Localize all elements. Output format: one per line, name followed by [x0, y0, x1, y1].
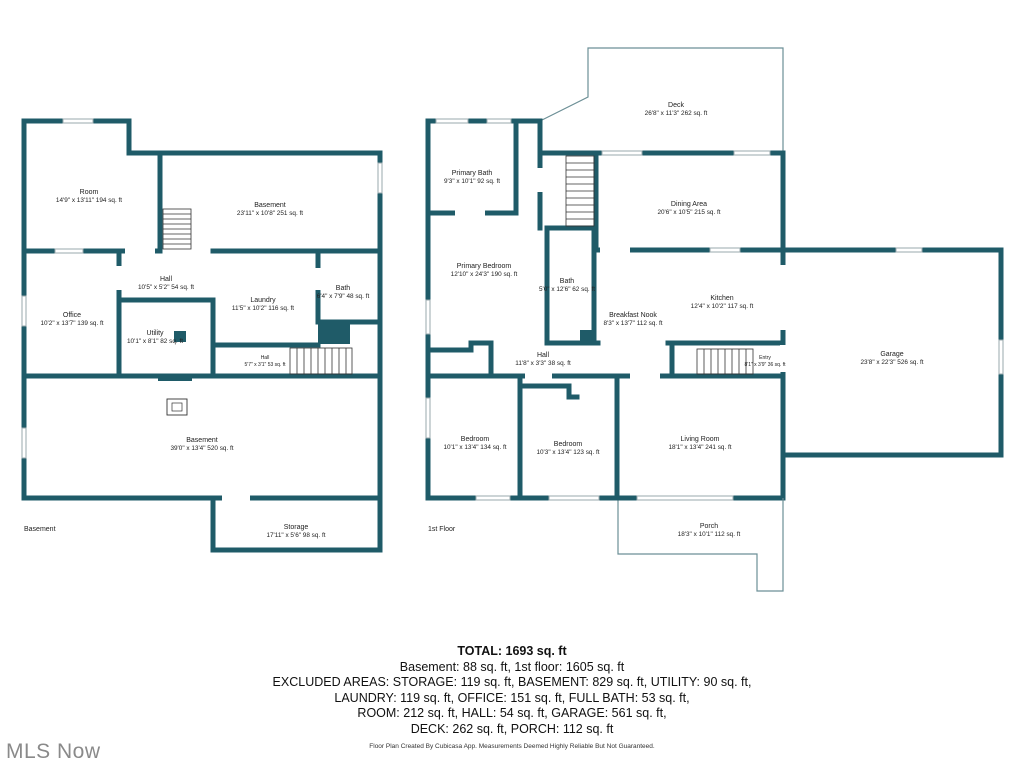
hall-dims: 10'5" x 5'2" 54 sq. ft: [138, 284, 194, 291]
office-dims: 10'2" x 13'7" 139 sq. ft: [40, 320, 103, 327]
furnace-icon: [174, 331, 186, 342]
laundry-dims: 11'5" x 10'2" 116 sq. ft: [232, 305, 294, 312]
beam-block: [158, 376, 192, 381]
basement-floor-label: Basement: [24, 526, 56, 533]
hall-dims: 11'8" x 3'3" 38 sq. ft: [515, 360, 571, 367]
water-heater-block: [318, 322, 350, 344]
fireplace-icon: [166, 398, 188, 416]
porch-dims: 18'3" x 10'1" 112 sq. ft: [678, 531, 741, 538]
porch-name: Porch: [700, 523, 718, 530]
room-dims: 14'9" x 13'11" 194 sq. ft: [56, 197, 122, 204]
bedroom-1-name: Bedroom: [461, 436, 490, 443]
basement-lower-dims: 39'0" x 13'4" 520 sq. ft: [170, 445, 233, 452]
storage-name: Storage: [284, 524, 309, 531]
basement-stairs-upper: [162, 208, 192, 250]
dining-name: Dining Area: [671, 201, 707, 208]
breakfast-nook-name: Breakfast Nook: [609, 312, 657, 319]
summary-line-5: DECK: 262 sq. ft, PORCH: 112 sq. ft: [410, 721, 614, 736]
small-hall-dims: 5'7" x 3'1" 53 sq. ft: [244, 362, 286, 368]
primary-bedroom-dims: 12'10" x 24'3" 190 sq. ft: [451, 271, 518, 278]
room-name: Room: [80, 189, 99, 196]
bedroom-1-dims: 10'1" x 13'4" 134 sq. ft: [443, 444, 506, 451]
garage-dims: 23'8" x 22'3" 526 sq. ft: [860, 359, 923, 366]
utility-dims: 10'1" x 8'1" 82 sq. ft: [127, 338, 183, 345]
bath-fixture-block: [580, 330, 596, 344]
breakfast-nook-dims: 8'3" x 13'7" 112 sq. ft: [603, 320, 662, 327]
summary-line-2: EXCLUDED AREAS: STORAGE: 119 sq. ft, BAS…: [272, 675, 752, 689]
first-floor-label: 1st Floor: [428, 526, 456, 533]
first-floor-stairs-top: [565, 155, 595, 227]
floor-plan-drawing: Room 14'9" x 13'11" 194 sq. ft Basement …: [21, 47, 1004, 592]
kitchen-name: Kitchen: [710, 295, 733, 302]
bath-name: Bath: [336, 285, 351, 292]
summary-line-3: LAUNDRY: 119 sq. ft, OFFICE: 151 sq. ft,…: [334, 690, 690, 705]
brand-watermark: MLS Now: [6, 740, 101, 763]
hall-name: Hall: [537, 352, 550, 359]
bedroom-2-name: Bedroom: [554, 441, 583, 448]
garage-name: Garage: [880, 351, 903, 358]
hall-name: Hall: [160, 276, 173, 283]
small-hall-name: Hall: [261, 355, 270, 361]
laundry-name: Laundry: [250, 297, 276, 304]
basement-lower-name: Basement: [186, 437, 218, 444]
first-floor-stairs-entry: [696, 348, 754, 375]
entry-name: Entry: [759, 355, 771, 361]
living-room-dims: 18'1" x 13'4" 241 sq. ft: [668, 444, 731, 451]
bath-name: Bath: [560, 278, 575, 285]
dining-dims: 20'6" x 10'5" 215 sq. ft: [657, 209, 720, 216]
bath-dims: 6'4" x 7'9" 48 sq. ft: [317, 293, 370, 300]
bath-dims: 5'0" x 12'6" 62 sq. ft: [539, 286, 595, 293]
total-area: TOTAL: 1693 sq. ft: [457, 644, 567, 658]
basement-stairs-lower: [289, 347, 353, 375]
entry-dims: 8'1" x 3'9" 36 sq. ft: [744, 362, 786, 368]
primary-bath-dims: 9'3" x 10'1" 92 sq. ft: [444, 178, 500, 185]
kitchen-dims: 12'4" x 10'2" 117 sq. ft: [691, 303, 754, 310]
utility-name: Utility: [146, 330, 164, 337]
credit-note: Floor Plan Created By Cubicasa App. Meas…: [369, 743, 655, 750]
deck-name: Deck: [668, 102, 684, 109]
basement-upper-dims: 23'11" x 10'8" 251 sq. ft: [237, 210, 303, 217]
basement-floor-plan: Room 14'9" x 13'11" 194 sq. ft Basement …: [21, 118, 383, 553]
first-floor-plan: Deck 26'8" x 11'3" 262 sq. ft Primary Ba…: [425, 47, 1004, 592]
summary-line-4: ROOM: 212 sq. ft, HALL: 54 sq. ft, GARAG…: [357, 706, 667, 720]
bedroom-2-dims: 10'3" x 13'4" 123 sq. ft: [536, 449, 599, 456]
primary-bath-name: Primary Bath: [452, 170, 493, 177]
summary-line-1: Basement: 88 sq. ft, 1st floor: 1605 sq.…: [399, 659, 625, 674]
basement-upper-name: Basement: [254, 202, 286, 209]
office-name: Office: [63, 312, 81, 319]
deck-dims: 26'8" x 11'3" 262 sq. ft: [645, 110, 708, 117]
area-summary: TOTAL: 1693 sq. ft Basement: 88 sq. ft, …: [0, 644, 1024, 737]
storage-dims: 17'11" x 5'6" 98 sq. ft: [266, 532, 325, 539]
living-room-name: Living Room: [681, 436, 720, 443]
primary-bedroom-name: Primary Bedroom: [457, 263, 512, 270]
